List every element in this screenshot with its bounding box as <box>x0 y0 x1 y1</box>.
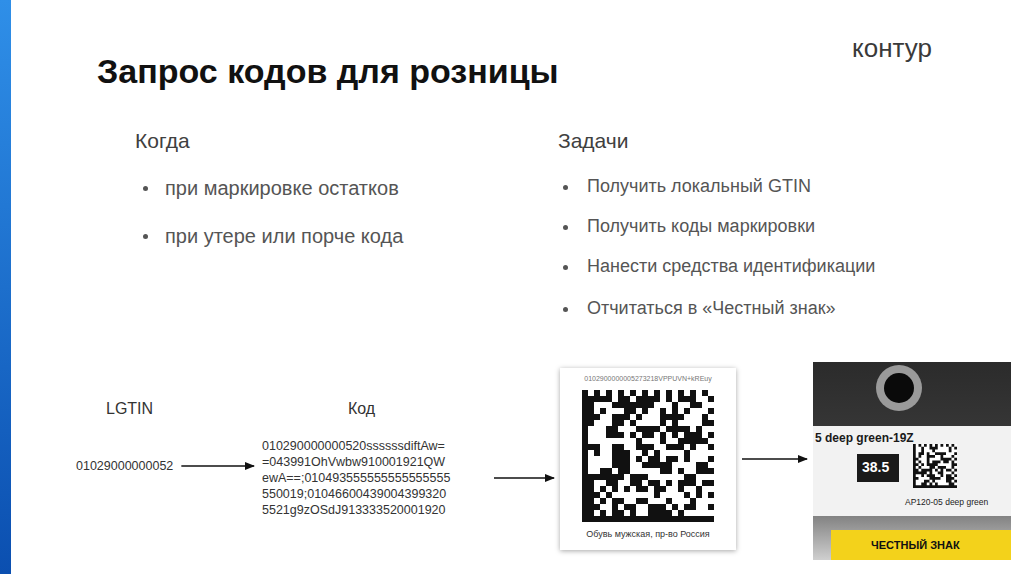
flow-arrow <box>181 465 254 467</box>
grommet-ring <box>876 365 922 411</box>
lgtin-value: 01029000000052 <box>76 458 173 474</box>
bullet-dot <box>143 186 148 191</box>
matrix-modules <box>582 390 714 522</box>
bullet-dot <box>143 234 148 239</box>
bullet-text: при утере или порче кода <box>165 224 403 248</box>
label-text: Когда <box>135 128 190 153</box>
product-caption: Обувь мужская, пр-во Россия <box>560 530 736 540</box>
label-text: Задачи <box>558 128 629 153</box>
article-text: AP120-05 deep green <box>905 498 988 507</box>
bullet-dot <box>563 307 568 312</box>
label-text: LGTIN <box>106 399 153 418</box>
marking-code: 010290000000520ssssssdiftAw= =043991OhVw… <box>262 438 486 518</box>
bullet-text: при маркировке остатков <box>165 176 399 200</box>
code-text-box: 01029000000052 <box>74 456 175 476</box>
code-caption: 0102900000005273218VPPUVN+kREuy <box>560 375 736 383</box>
label-text: Код <box>348 399 375 418</box>
bullet-dot <box>563 225 568 230</box>
matrix-modules <box>913 444 957 488</box>
size-tag <box>857 454 899 482</box>
grommet-hole <box>884 373 914 403</box>
flow-arrow <box>742 458 807 460</box>
sticker-text: ЧЕСТНЫЙ ЗНАК <box>871 539 960 551</box>
product-photo: 5 deep green-19Z 38.5AP120-05 deep greenЧ… <box>813 362 1011 560</box>
logo-text: контур <box>852 33 932 64</box>
code-text-box: 010290000000520ssssssdiftAw= =043991OhVw… <box>260 436 488 520</box>
matrix-bg <box>582 390 714 522</box>
box-label <box>813 426 1011 516</box>
slide-title: Запрос кодов для розницы <box>97 52 559 91</box>
bullet-text: Нанести средства идентификации <box>587 256 875 278</box>
bullet-dot <box>563 265 568 270</box>
bullet-text: Получить коды маркировки <box>587 216 815 238</box>
bullet-text: Получить локальный GTIN <box>587 176 811 198</box>
photo-illustration <box>813 362 1011 560</box>
bullet-dot <box>563 185 568 190</box>
datamatrix-code <box>582 390 714 522</box>
flow-arrow <box>494 477 554 479</box>
size-text: 38.5 <box>862 460 889 475</box>
label-datamatrix <box>913 444 957 488</box>
label-card: 0102900000005273218VPPUVN+kREuyОбувь муж… <box>560 368 736 550</box>
bullet-text: Отчитаться в «Честный знак» <box>587 298 836 320</box>
model-text: 5 deep green-19Z <box>815 432 914 445</box>
matrix-bg <box>913 444 957 488</box>
side-bar <box>0 0 11 574</box>
sticker <box>831 530 1011 560</box>
